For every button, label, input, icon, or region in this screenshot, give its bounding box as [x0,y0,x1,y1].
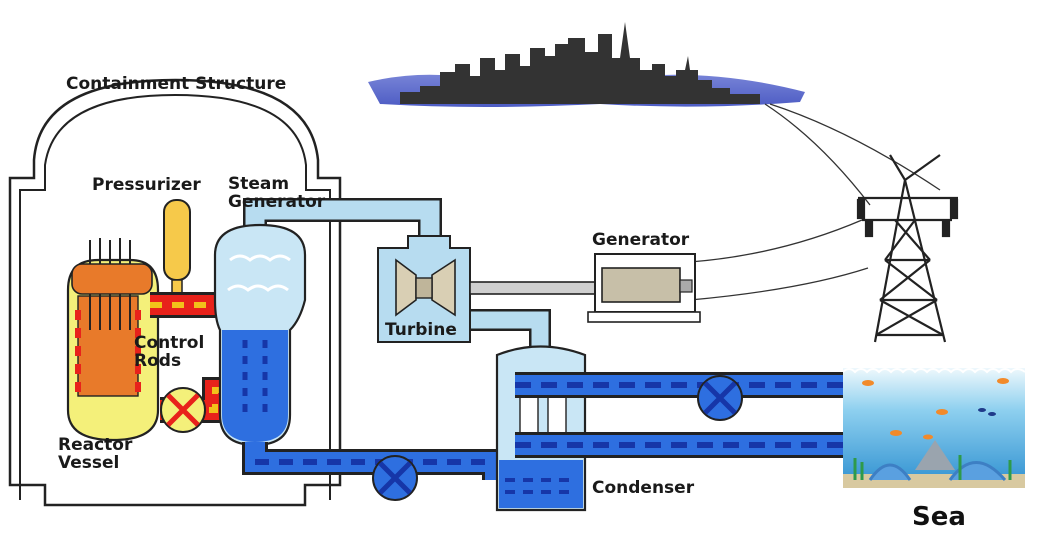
pump-icon [372,455,418,501]
city-skyline-icon [368,22,805,107]
generator [587,253,701,323]
turbine [377,235,471,343]
label-reactor-vessel: Reactor Vessel [58,435,133,473]
label-sea: Sea [912,502,966,532]
label-containment-structure: Containment Structure [66,74,287,94]
sea [842,368,1026,488]
label-steam-generator: Steam Generator [228,174,326,212]
label-rods: Rods [134,350,182,371]
power-lines [689,103,941,301]
feedwater-loop [242,442,508,480]
fish-icon [862,378,1009,440]
label-generator-line2: Generator [228,191,326,212]
label-condenser: Condenser [592,478,695,498]
label-pressurizer: Pressurizer [92,175,201,195]
label-vessel: Vessel [58,452,120,473]
label-generator: Generator [592,230,690,250]
transmission-tower-icon [856,154,959,343]
label-turbine: Turbine [385,320,457,340]
label-control-rods: Control Rods [134,333,205,371]
label-steam: Steam [228,174,290,194]
label-reactor: Reactor [58,435,133,455]
steam-generator [213,223,307,447]
condenser [495,345,587,512]
steam-pipe [243,198,551,350]
label-control: Control [134,333,205,353]
pump-icon [697,375,743,421]
pump-icon [160,387,206,433]
turbine-shaft [469,281,611,295]
